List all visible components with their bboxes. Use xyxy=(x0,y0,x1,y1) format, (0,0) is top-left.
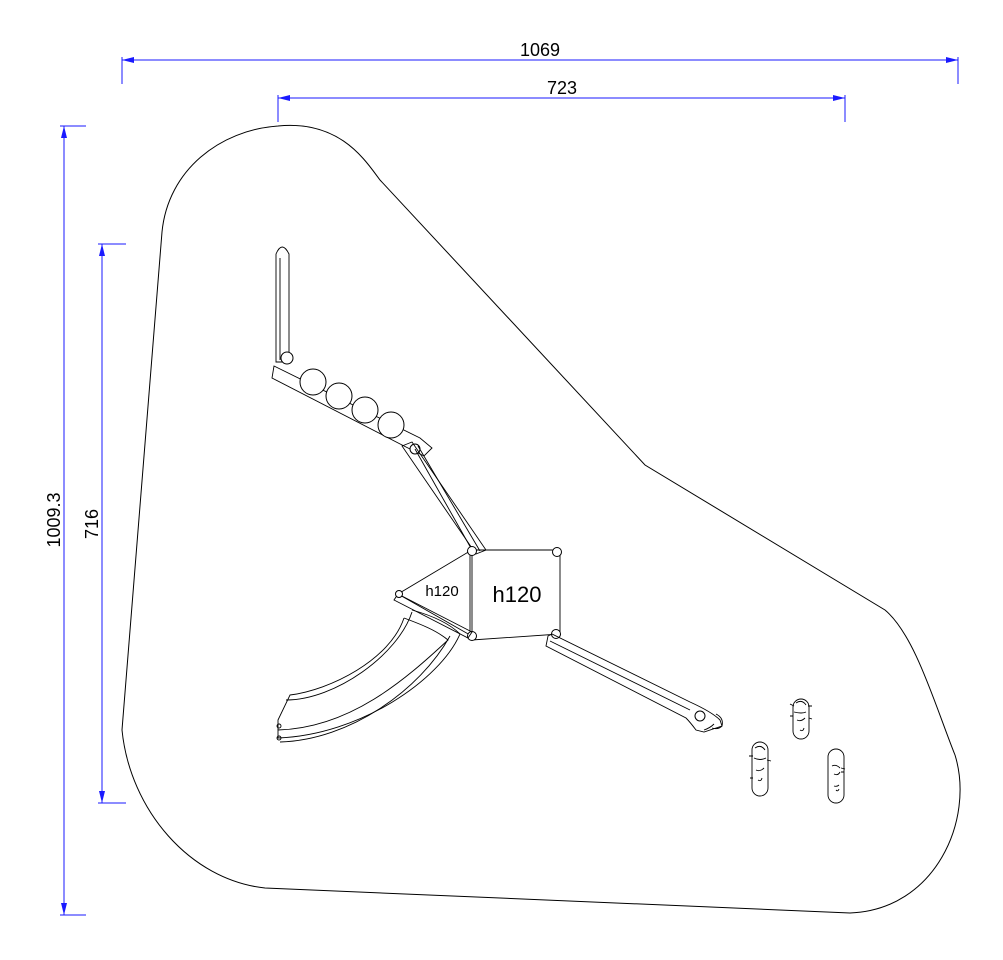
dimension-overall-depth-label: 1009.3 xyxy=(44,492,64,547)
large-deck: h120 xyxy=(467,546,562,641)
slide-post xyxy=(395,590,403,598)
large-deck-height-label: h120 xyxy=(493,582,542,607)
small-deck: h120 xyxy=(397,550,471,636)
ball-4 xyxy=(377,411,405,439)
dimension-equipment-width-label: 723 xyxy=(547,78,577,98)
dimension-equipment-depth: 716 xyxy=(82,243,126,804)
ball-bridge xyxy=(271,351,433,457)
spring-rider-3 xyxy=(827,748,846,804)
climbing-pole xyxy=(275,246,290,363)
small-deck-height-label: h120 xyxy=(425,583,458,600)
bridge-post-top xyxy=(280,351,294,365)
straight-beam xyxy=(545,633,723,733)
spring-rider-1 xyxy=(789,698,813,740)
dimension-overall-depth: 1009.3 xyxy=(44,125,86,916)
dimension-equipment-depth-label: 716 xyxy=(82,509,102,539)
spring-rider-2 xyxy=(749,741,772,797)
dimension-overall-width: 1069 xyxy=(121,40,959,84)
curved-slide xyxy=(276,590,473,743)
dimension-equipment-width: 723 xyxy=(277,78,846,122)
ball-2 xyxy=(325,382,353,410)
deck-post-nw xyxy=(467,546,477,556)
dimension-overall-width-label: 1069 xyxy=(520,40,560,60)
deck-post-ne xyxy=(552,547,562,557)
beam-end-post xyxy=(694,710,706,722)
safety-zone-outline xyxy=(121,124,961,914)
ball-3 xyxy=(351,396,379,424)
ball-1 xyxy=(299,368,327,396)
access-ramp xyxy=(401,441,487,555)
